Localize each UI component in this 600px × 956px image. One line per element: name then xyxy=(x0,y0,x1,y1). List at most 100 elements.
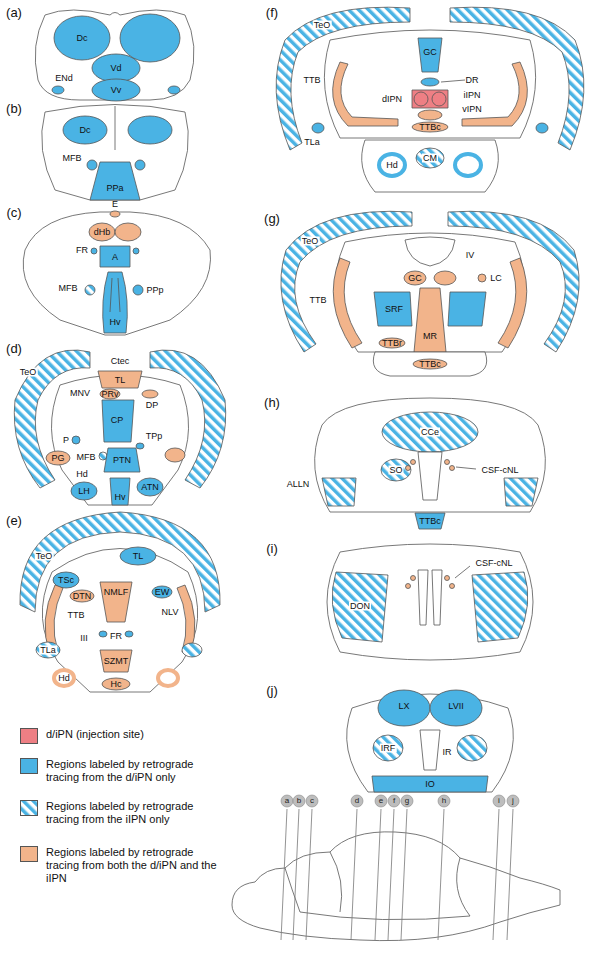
region-label: Hc xyxy=(111,680,122,689)
region-shape xyxy=(136,443,144,449)
region-shape xyxy=(373,735,403,761)
region-shape xyxy=(35,10,194,100)
region-shape xyxy=(381,459,411,481)
region-label: IV xyxy=(466,251,475,260)
region-shape xyxy=(99,631,107,637)
panel-letter: (j) xyxy=(266,684,278,697)
region-shape xyxy=(100,246,130,267)
section-line xyxy=(493,809,499,940)
region-shape xyxy=(445,576,450,581)
region-shape xyxy=(414,92,428,106)
region-shape xyxy=(115,223,141,241)
region-label: FR xyxy=(110,632,122,641)
region-shape xyxy=(498,258,527,348)
region-label: E xyxy=(112,200,118,209)
region-shape xyxy=(421,78,439,86)
region-shape xyxy=(120,547,156,565)
region-shape xyxy=(411,460,416,465)
region-shape xyxy=(110,478,130,505)
region-shape xyxy=(327,544,533,660)
region-shape xyxy=(90,162,140,200)
region-shape xyxy=(333,258,362,348)
section-badge xyxy=(507,795,519,807)
section-line xyxy=(293,809,299,940)
region-shape xyxy=(374,292,412,326)
region-label: TPp xyxy=(146,432,163,441)
region-shape xyxy=(379,154,405,176)
region-shape xyxy=(91,248,97,254)
region-label: dIPN xyxy=(382,95,402,104)
region-label: GC xyxy=(408,274,422,283)
region-label: LH xyxy=(78,487,90,496)
region-shape xyxy=(362,140,499,192)
leader-line xyxy=(115,106,116,150)
region-shape xyxy=(382,412,478,452)
section-letter: i xyxy=(498,797,500,805)
leader-line xyxy=(118,278,120,312)
legend-swatch xyxy=(20,846,38,862)
region-label: DR xyxy=(466,76,479,85)
region-shape xyxy=(232,832,560,941)
panel-letter: (a) xyxy=(6,6,22,19)
region-label: TSc xyxy=(58,576,74,585)
region-label: CP xyxy=(111,416,124,425)
region-shape xyxy=(432,570,442,625)
region-shape xyxy=(100,389,120,399)
section-line xyxy=(375,809,381,940)
section-letter: d xyxy=(355,797,359,805)
region-shape xyxy=(432,92,446,106)
section-badge xyxy=(351,795,363,807)
region-label: PTN xyxy=(113,456,131,465)
region-shape xyxy=(330,852,342,912)
region-shape xyxy=(412,122,448,132)
region-shape xyxy=(378,690,430,726)
region-label: TeO xyxy=(301,237,320,246)
region-label: Vd xyxy=(110,64,121,73)
region-shape xyxy=(98,371,142,388)
region-label: TTBr xyxy=(382,339,402,348)
region-shape xyxy=(89,223,115,241)
region-shape xyxy=(85,285,95,295)
region-shape xyxy=(54,670,74,686)
region-label: ALLN xyxy=(287,480,310,489)
region-label: DTN xyxy=(73,592,92,601)
region-shape xyxy=(416,148,444,168)
region-shape xyxy=(312,123,324,133)
region-label: PRv xyxy=(101,390,118,399)
region-shape xyxy=(285,868,300,912)
region-shape xyxy=(457,858,470,916)
region-shape xyxy=(103,272,128,333)
region-shape xyxy=(412,90,448,108)
region-label: IR xyxy=(443,748,452,757)
region-label: PG xyxy=(51,454,64,463)
region-shape xyxy=(168,86,180,94)
region-shape xyxy=(63,116,107,144)
hatch-swatch xyxy=(21,801,37,815)
region-label: PPa xyxy=(106,184,123,193)
region-label: TeO xyxy=(35,552,54,561)
region-shape xyxy=(152,586,172,598)
region-shape xyxy=(462,62,527,126)
section-badge xyxy=(293,795,305,807)
region-shape xyxy=(413,359,447,369)
region-label: NMLF xyxy=(104,588,129,597)
region-shape xyxy=(472,572,528,642)
section-line xyxy=(281,809,287,940)
region-label: Dc xyxy=(77,34,88,43)
region-shape xyxy=(70,590,94,602)
region-shape xyxy=(430,690,482,726)
region-label: LC xyxy=(490,274,502,283)
region-shape xyxy=(46,451,70,465)
section-letter: c xyxy=(310,797,314,805)
section-badge xyxy=(281,795,293,807)
panel-letter: (i) xyxy=(266,542,278,555)
section-line xyxy=(507,809,513,940)
region-shape xyxy=(536,123,548,133)
legend-swatch xyxy=(20,758,38,774)
panel-letter: (e) xyxy=(6,514,22,527)
region-label: SZMT xyxy=(104,657,129,666)
region-label: CCe xyxy=(420,428,440,437)
section-letter: b xyxy=(297,797,301,805)
region-shape xyxy=(142,390,158,398)
